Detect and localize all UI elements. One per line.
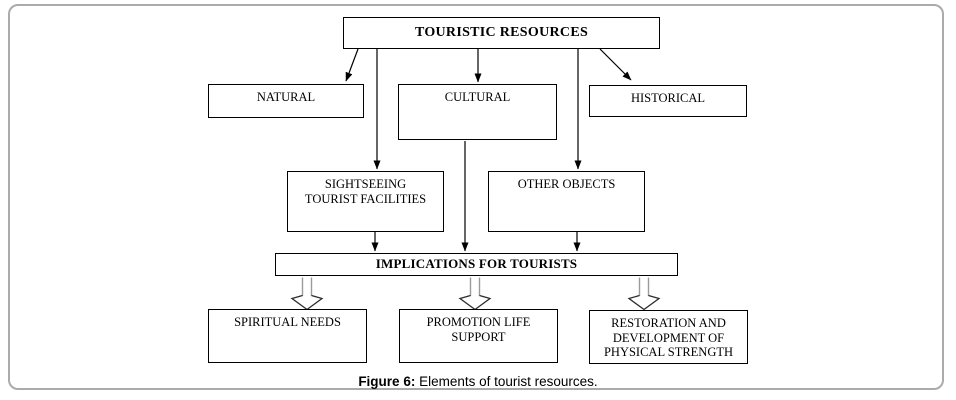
node-cultural: CULTURAL xyxy=(398,84,557,140)
figure-caption-label: Figure 6: xyxy=(358,374,416,389)
figure-caption-text: Elements of tourist resources. xyxy=(419,374,598,389)
node-natural: NATURAL xyxy=(208,84,364,118)
node-implications-for-tourists: IMPLICATIONS FOR TOURISTS xyxy=(275,253,678,276)
node-other-objects: OTHER OBJECTS xyxy=(488,171,645,232)
node-label: IMPLICATIONS FOR TOURISTS xyxy=(375,256,578,272)
node-touristic-resources: TOURISTIC RESOURCES xyxy=(343,17,660,49)
node-promotion-life-support: PROMOTION LIFE SUPPORT xyxy=(399,309,558,363)
figure-caption: Figure 6: Elements of tourist resources. xyxy=(0,374,956,389)
node-spiritual-needs: SPIRITUAL NEEDS xyxy=(208,309,367,363)
node-historical: HISTORICAL xyxy=(589,85,747,117)
node-label: TOURISTIC RESOURCES xyxy=(414,24,589,40)
node-restoration-development: RESTORATION AND DEVELOPMENT OF PHYSICAL … xyxy=(589,310,748,364)
node-sightseeing-tourist-facilities: SIGHTSEEING TOURIST FACILITIES xyxy=(287,171,444,232)
